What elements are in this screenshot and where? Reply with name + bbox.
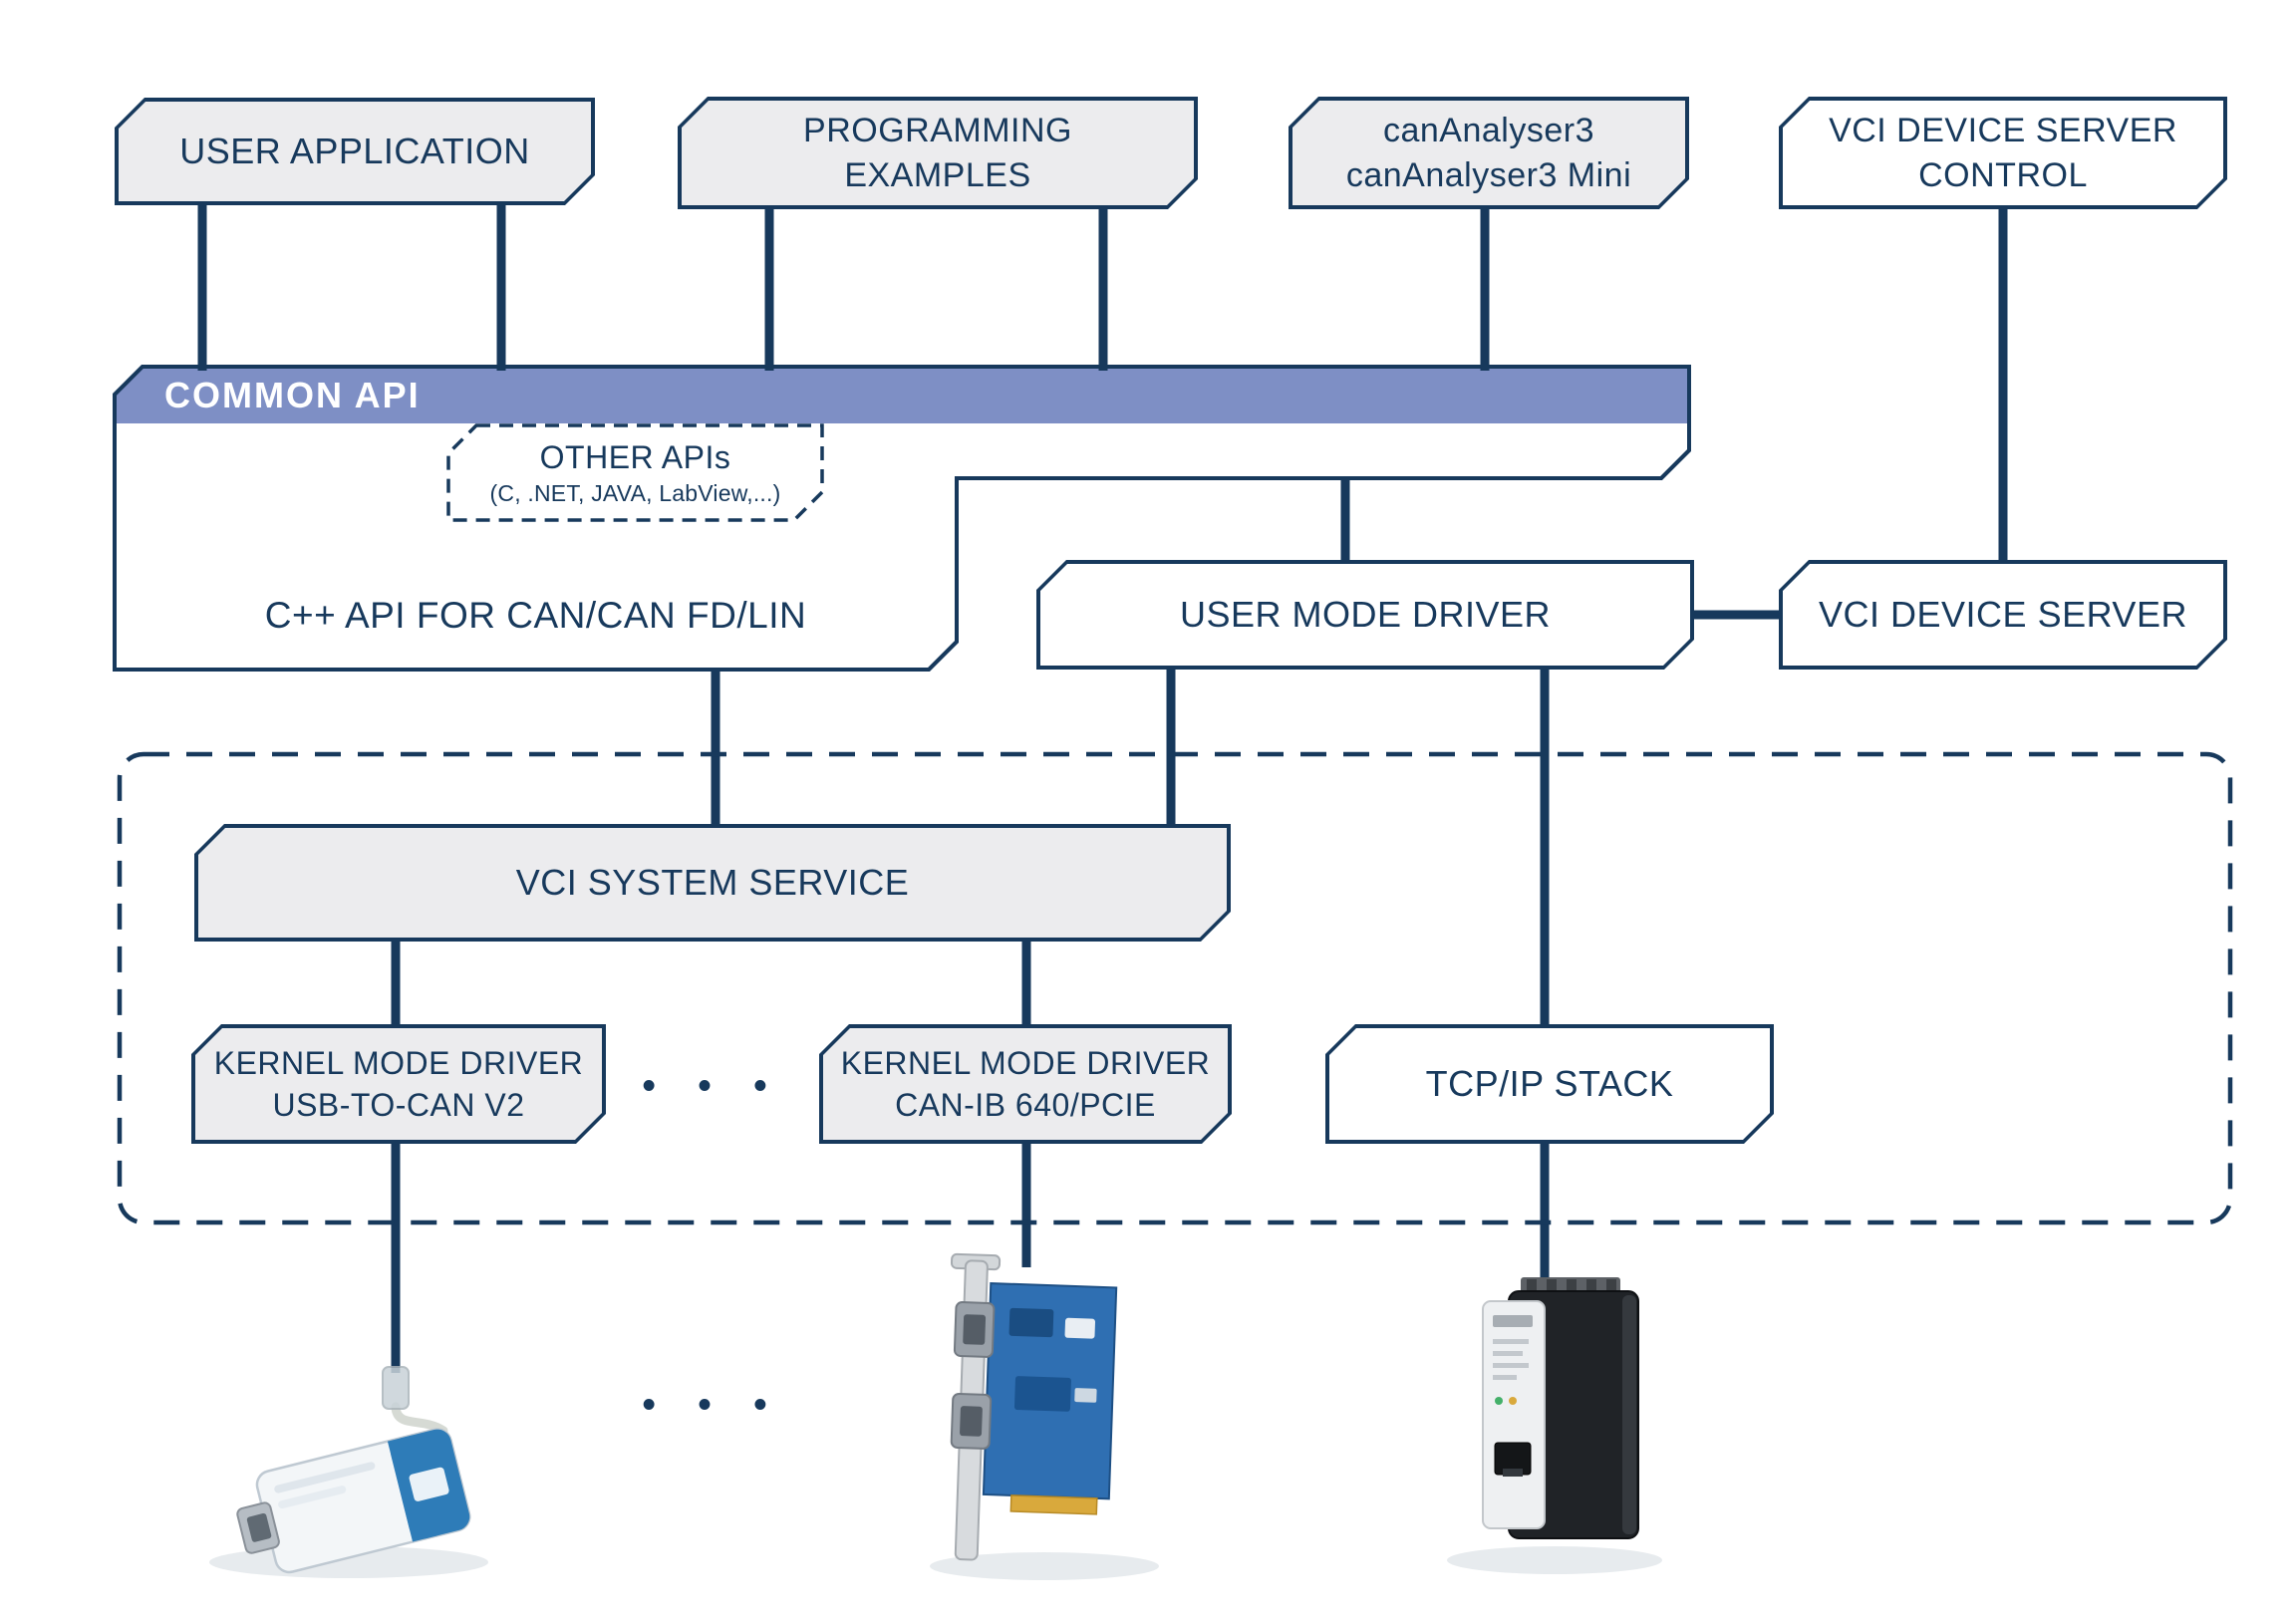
status-led (1509, 1397, 1517, 1405)
device-logo (409, 1467, 449, 1501)
other-apis-box: OTHER APIs (C, .NET, JAVA, LabView,...) (448, 425, 822, 520)
ellipsis-devices: • • • (642, 1383, 783, 1426)
device-label-line (274, 1462, 376, 1493)
device-shadow (930, 1552, 1159, 1580)
usb-to-can-v2-photo (209, 1366, 488, 1578)
device-shadow (1447, 1546, 1662, 1574)
box-fill (198, 828, 1227, 938)
pcb-component (1074, 1388, 1097, 1403)
panel-text-line (1493, 1339, 1529, 1344)
terminal-pin (1527, 1279, 1537, 1297)
cananalyser-label: canAnalyser3 canAnalyser3 Mini (1345, 111, 1632, 194)
other-apis-subtitle: (C, .NET, JAVA, LabView,...) (489, 479, 781, 506)
dsub-connector-inner (246, 1512, 272, 1542)
vci-system-service-box: VCI SYSTEM SERVICE (194, 824, 1231, 942)
other-apis-title: OTHER APIs (539, 438, 731, 475)
programming-examples-label: PROGRAMMING EXAMPLES (803, 111, 1072, 194)
ethernet-port-tab (1503, 1469, 1523, 1477)
connector-lines (197, 199, 2008, 1373)
can-ethernet-gateway-photo (1447, 1277, 1662, 1574)
kernel-mode-driver-usb-box: KERNEL MODE DRIVER USB-TO-CAN V2 (191, 1024, 606, 1144)
vci-system-service-label: VCI SYSTEM SERVICE (515, 862, 910, 904)
box-fill (119, 102, 591, 201)
terminal-pin (1567, 1279, 1577, 1297)
terminal-pin (1586, 1279, 1596, 1297)
pcb-chip (1013, 1376, 1071, 1412)
box-fill (1040, 564, 1690, 666)
vci-device-server-label: VCI DEVICE SERVER (1819, 594, 2187, 636)
dsub-connector-inner (960, 1406, 983, 1437)
pcb-component (1064, 1317, 1096, 1339)
panel-text-line (1493, 1375, 1517, 1380)
box-fill (823, 1028, 1228, 1140)
box-fill (1783, 101, 2223, 205)
terminal-pin (1606, 1279, 1616, 1297)
panel-text-line (1493, 1363, 1529, 1368)
gateway-body-highlight (1622, 1295, 1636, 1534)
vci-device-server-control-box: VCI DEVICE SERVER CONTROL (1779, 97, 2227, 209)
ellipsis-kernel-drivers: • • • (642, 1064, 783, 1107)
kernel-mode-driver-canib-box: KERNEL MODE DRIVER CAN-IB 640/PCIE (819, 1024, 1232, 1144)
status-led (1495, 1397, 1503, 1405)
device-label-line (278, 1486, 347, 1509)
pcie-edge-connector (1009, 1494, 1098, 1515)
other-apis-dashed-outline (446, 423, 824, 522)
cananalyser-box: canAnalyser3 canAnalyser3 Mini (1289, 97, 1689, 209)
box-fill (1329, 1028, 1770, 1140)
box-fill (195, 1028, 602, 1140)
terminal-pin (1547, 1279, 1557, 1297)
common-api-bar-label: COMMON API (164, 374, 421, 415)
common-api-bar (115, 367, 1689, 423)
user-mode-driver-box: USER MODE DRIVER (1036, 560, 1694, 670)
kernel-mode-driver-usb-label: KERNEL MODE DRIVER USB-TO-CAN V2 (213, 1044, 584, 1123)
box-fill (1783, 564, 2223, 666)
usb-cable (391, 1402, 448, 1436)
kernel-layer-dashed-container (117, 751, 2233, 1225)
box-fill (1292, 101, 1685, 205)
tcpip-stack-box: TCP/IP STACK (1325, 1024, 1774, 1144)
user-mode-driver-label: USER MODE DRIVER (1179, 594, 1552, 636)
box-fill (682, 101, 1194, 205)
user-application-box: USER APPLICATION (115, 98, 595, 205)
pcb-chip (1008, 1307, 1054, 1338)
can-ib-640-pcie-photo (930, 1252, 1159, 1580)
usb-cable-connector (382, 1366, 410, 1410)
panel-display (1493, 1315, 1533, 1327)
tcpip-stack-label: TCP/IP STACK (1425, 1063, 1674, 1105)
programming-examples-box: PROGRAMMING EXAMPLES (678, 97, 1198, 209)
cpp-api-region-outline (113, 365, 1691, 672)
gateway-front-panel (1482, 1300, 1546, 1529)
user-application-label: USER APPLICATION (179, 131, 530, 172)
kernel-mode-driver-canib-label: KERNEL MODE DRIVER CAN-IB 640/PCIE (840, 1044, 1211, 1123)
panel-text-line (1493, 1351, 1523, 1356)
cpp-api-label: C++ API FOR CAN/CAN FD/LIN (264, 595, 807, 636)
vci-device-server-box: VCI DEVICE SERVER (1779, 560, 2227, 670)
dsub-connector-inner (963, 1314, 987, 1345)
vci-device-server-control-label: VCI DEVICE SERVER CONTROL (1829, 111, 2177, 194)
